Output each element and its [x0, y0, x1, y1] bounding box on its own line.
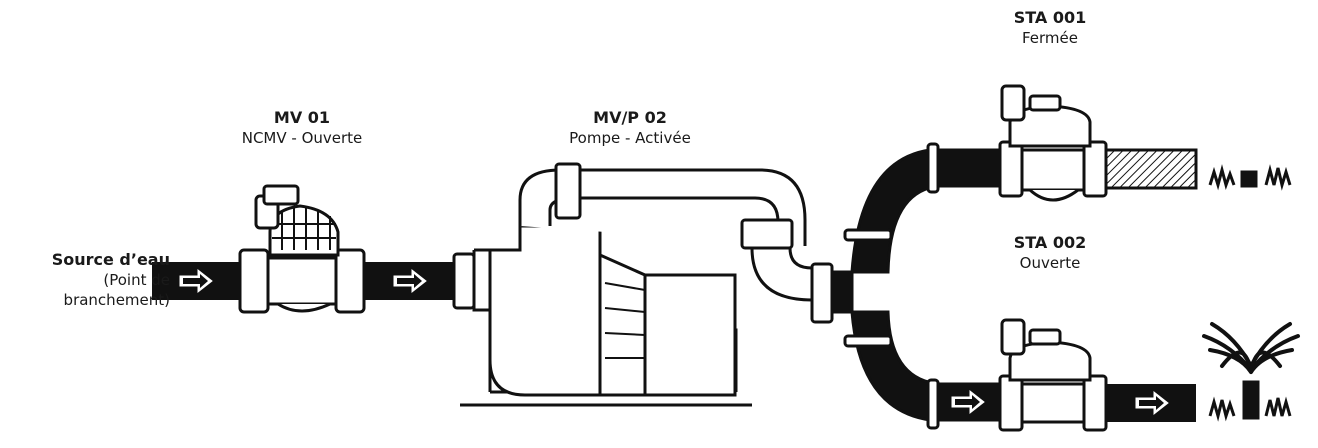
- label-sta001-title: STA 001: [1013, 8, 1087, 27]
- solenoid-valve-icon: [254, 184, 300, 230]
- manifold: [810, 142, 1002, 430]
- label-mv01-status: NCMV - Ouverte: [241, 129, 363, 147]
- pump: [460, 162, 814, 407]
- label-water-source-line2: branchement): [63, 291, 170, 309]
- label-mvp02-title: MV/P 02: [593, 108, 667, 127]
- label-sta002-title: STA 002: [1013, 233, 1087, 252]
- label-water-source-title: Source d’eau: [51, 250, 170, 269]
- solenoid-valve-icon: [1000, 318, 1062, 356]
- label-mv01-title: MV 01: [273, 108, 331, 127]
- inlet-pipe: [152, 262, 240, 300]
- label-mvp02-status: Pompe - Activée: [569, 129, 691, 147]
- closed-zone-icon: [1208, 164, 1292, 191]
- label-water-source-line1: (Point de: [103, 271, 170, 289]
- sta001-valve: [998, 84, 1108, 202]
- solenoid-valve-icon: [1000, 84, 1062, 122]
- label-mvp02: MV/P 02 Pompe - Activée: [530, 108, 730, 148]
- sprinkler-icon: [1202, 322, 1300, 422]
- sta002-valve: [998, 318, 1108, 432]
- label-sta002-status: Ouverte: [1019, 254, 1081, 272]
- label-water-source: Source d’eau (Point de branchement): [0, 250, 170, 310]
- feed-pipe: [364, 252, 476, 310]
- label-mv01: MV 01 NCMV - Ouverte: [222, 108, 382, 148]
- closed-pipe-section: [1104, 148, 1198, 190]
- label-sta002: STA 002 Ouverte: [975, 233, 1125, 273]
- label-sta001-status: Fermée: [1021, 29, 1078, 47]
- outlet-pipe: [1106, 384, 1196, 422]
- mv01-valve: [238, 184, 366, 314]
- label-sta001: STA 001 Fermée: [975, 8, 1125, 48]
